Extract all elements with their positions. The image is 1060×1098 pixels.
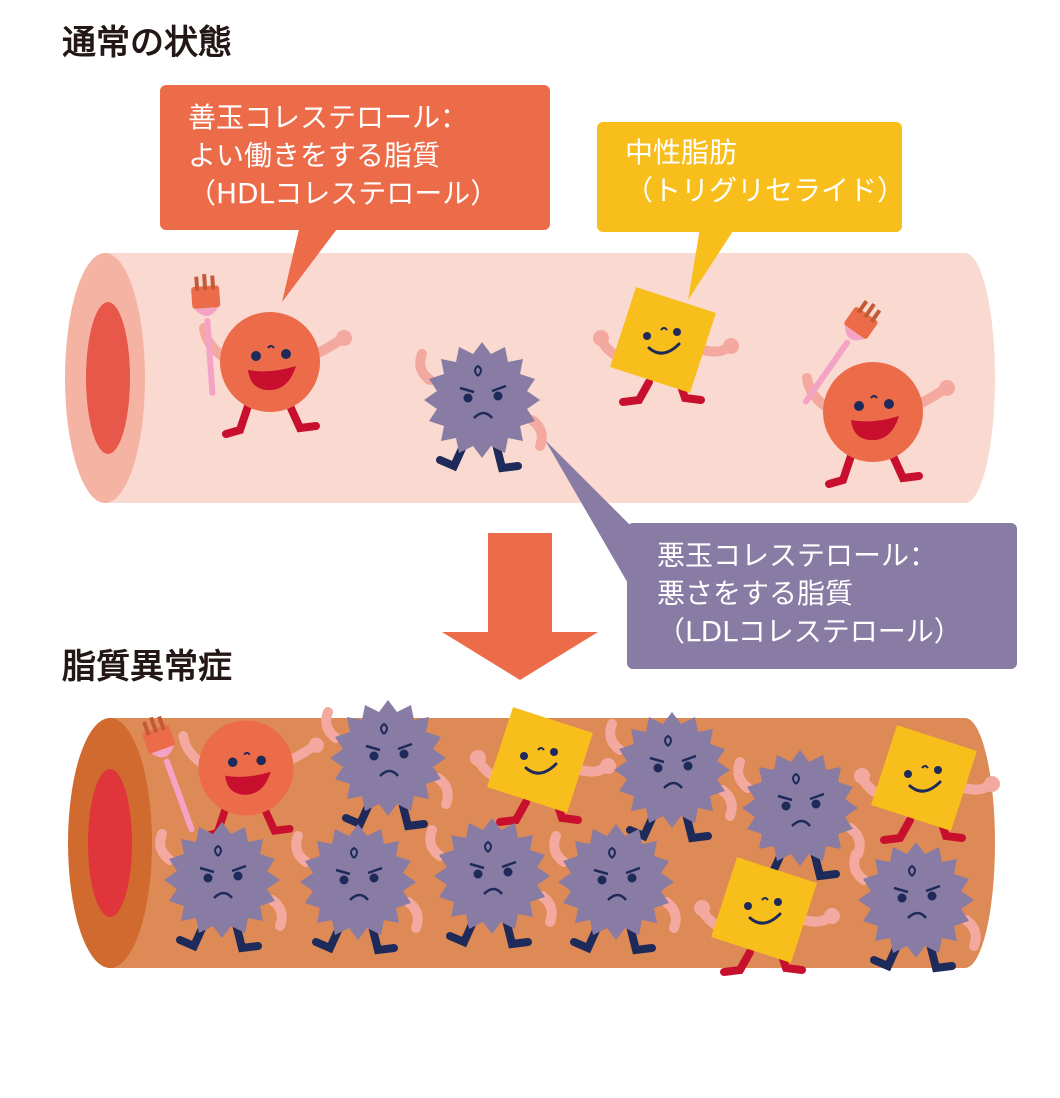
hdl-callout: 善玉コレステロール： よい働きをする脂質 （HDLコレステロール） (160, 85, 550, 230)
hdl-callout-line: 善玉コレステロール： (188, 101, 469, 134)
ldl-callout-line: （LDLコレステロール） (657, 615, 962, 648)
hdl-callout-line: （HDLコレステロール） (188, 177, 499, 210)
ldl-callout: 悪玉コレステロール： 悪さをする脂質 （LDLコレステロール） (627, 523, 1017, 669)
hdl-bubble-tail (282, 225, 340, 302)
triglyceride-callout: 中性脂肪 （トリグリセライド） (597, 122, 906, 232)
ldl-callout-line: 悪さをする脂質 (657, 577, 854, 610)
normal-state-heading: 通常の状態 (62, 23, 232, 63)
dyslipidemia-heading: 脂質異常症 (62, 647, 232, 687)
triglyceride-callout-line: 中性脂肪 (625, 136, 738, 169)
ldl-bubble-tail (545, 440, 633, 592)
down-arrow-icon (442, 533, 598, 680)
triglyceride-callout-line: （トリグリセライド） (625, 174, 906, 207)
triglyceride-bubble-tail (688, 228, 735, 300)
ldl-callout-line: 悪玉コレステロール： (657, 539, 938, 572)
hdl-callout-line: よい働きをする脂質 (188, 139, 441, 172)
